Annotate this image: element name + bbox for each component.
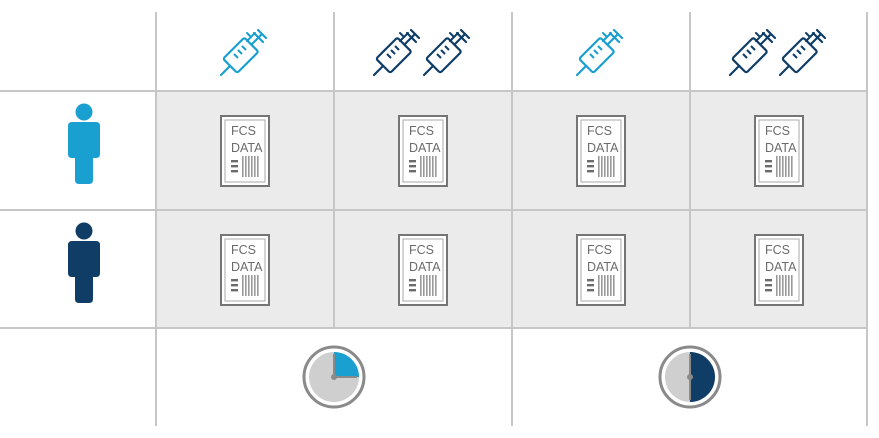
data-label: DATA [409,260,441,274]
fcs-data-file-icon: FCS DATA [398,234,448,306]
fcs-label: FCS [231,124,256,138]
data-label: DATA [231,260,263,274]
data-label: DATA [587,141,619,155]
syringe-icon [778,28,827,77]
syringe-header-row [219,28,827,77]
syringe-icon [422,28,471,77]
syringe-icon [219,28,268,77]
fcs-data-file-icon: FCS DATA [576,115,626,187]
fcs-data-file-icon: FCS DATA [754,115,804,187]
fcs-data-file-icon: FCS DATA [220,115,270,187]
syringe-icon [728,28,777,77]
fcs-label: FCS [587,124,612,138]
data-label: DATA [765,260,797,274]
clock-icon [302,345,366,409]
fcs-data-file-icon: FCS DATA [220,234,270,306]
grid-lines [0,12,868,426]
timepoint-row [302,345,722,409]
fcs-data-file-icon: FCS DATA [576,234,626,306]
data-label: DATA [587,260,619,274]
syringe-icon [575,28,624,77]
fcs-label: FCS [765,243,790,257]
clock-icon [658,345,722,409]
data-label: DATA [409,141,441,155]
fcs-data-cells: FCS DATA FCS DATA FCS DATA FCS DATA FCS DATA FCS DA… [220,115,804,306]
fcs-label: FCS [231,243,256,257]
fcs-data-file-icon: FCS DATA [754,234,804,306]
syringe-icon [372,28,421,77]
data-label: DATA [231,141,263,155]
fcs-label: FCS [587,243,612,257]
fcs-label: FCS [409,243,434,257]
data-label: DATA [765,141,797,155]
fcs-label: FCS [765,124,790,138]
fcs-data-file-icon: FCS DATA [398,115,448,187]
fcs-label: FCS [409,124,434,138]
